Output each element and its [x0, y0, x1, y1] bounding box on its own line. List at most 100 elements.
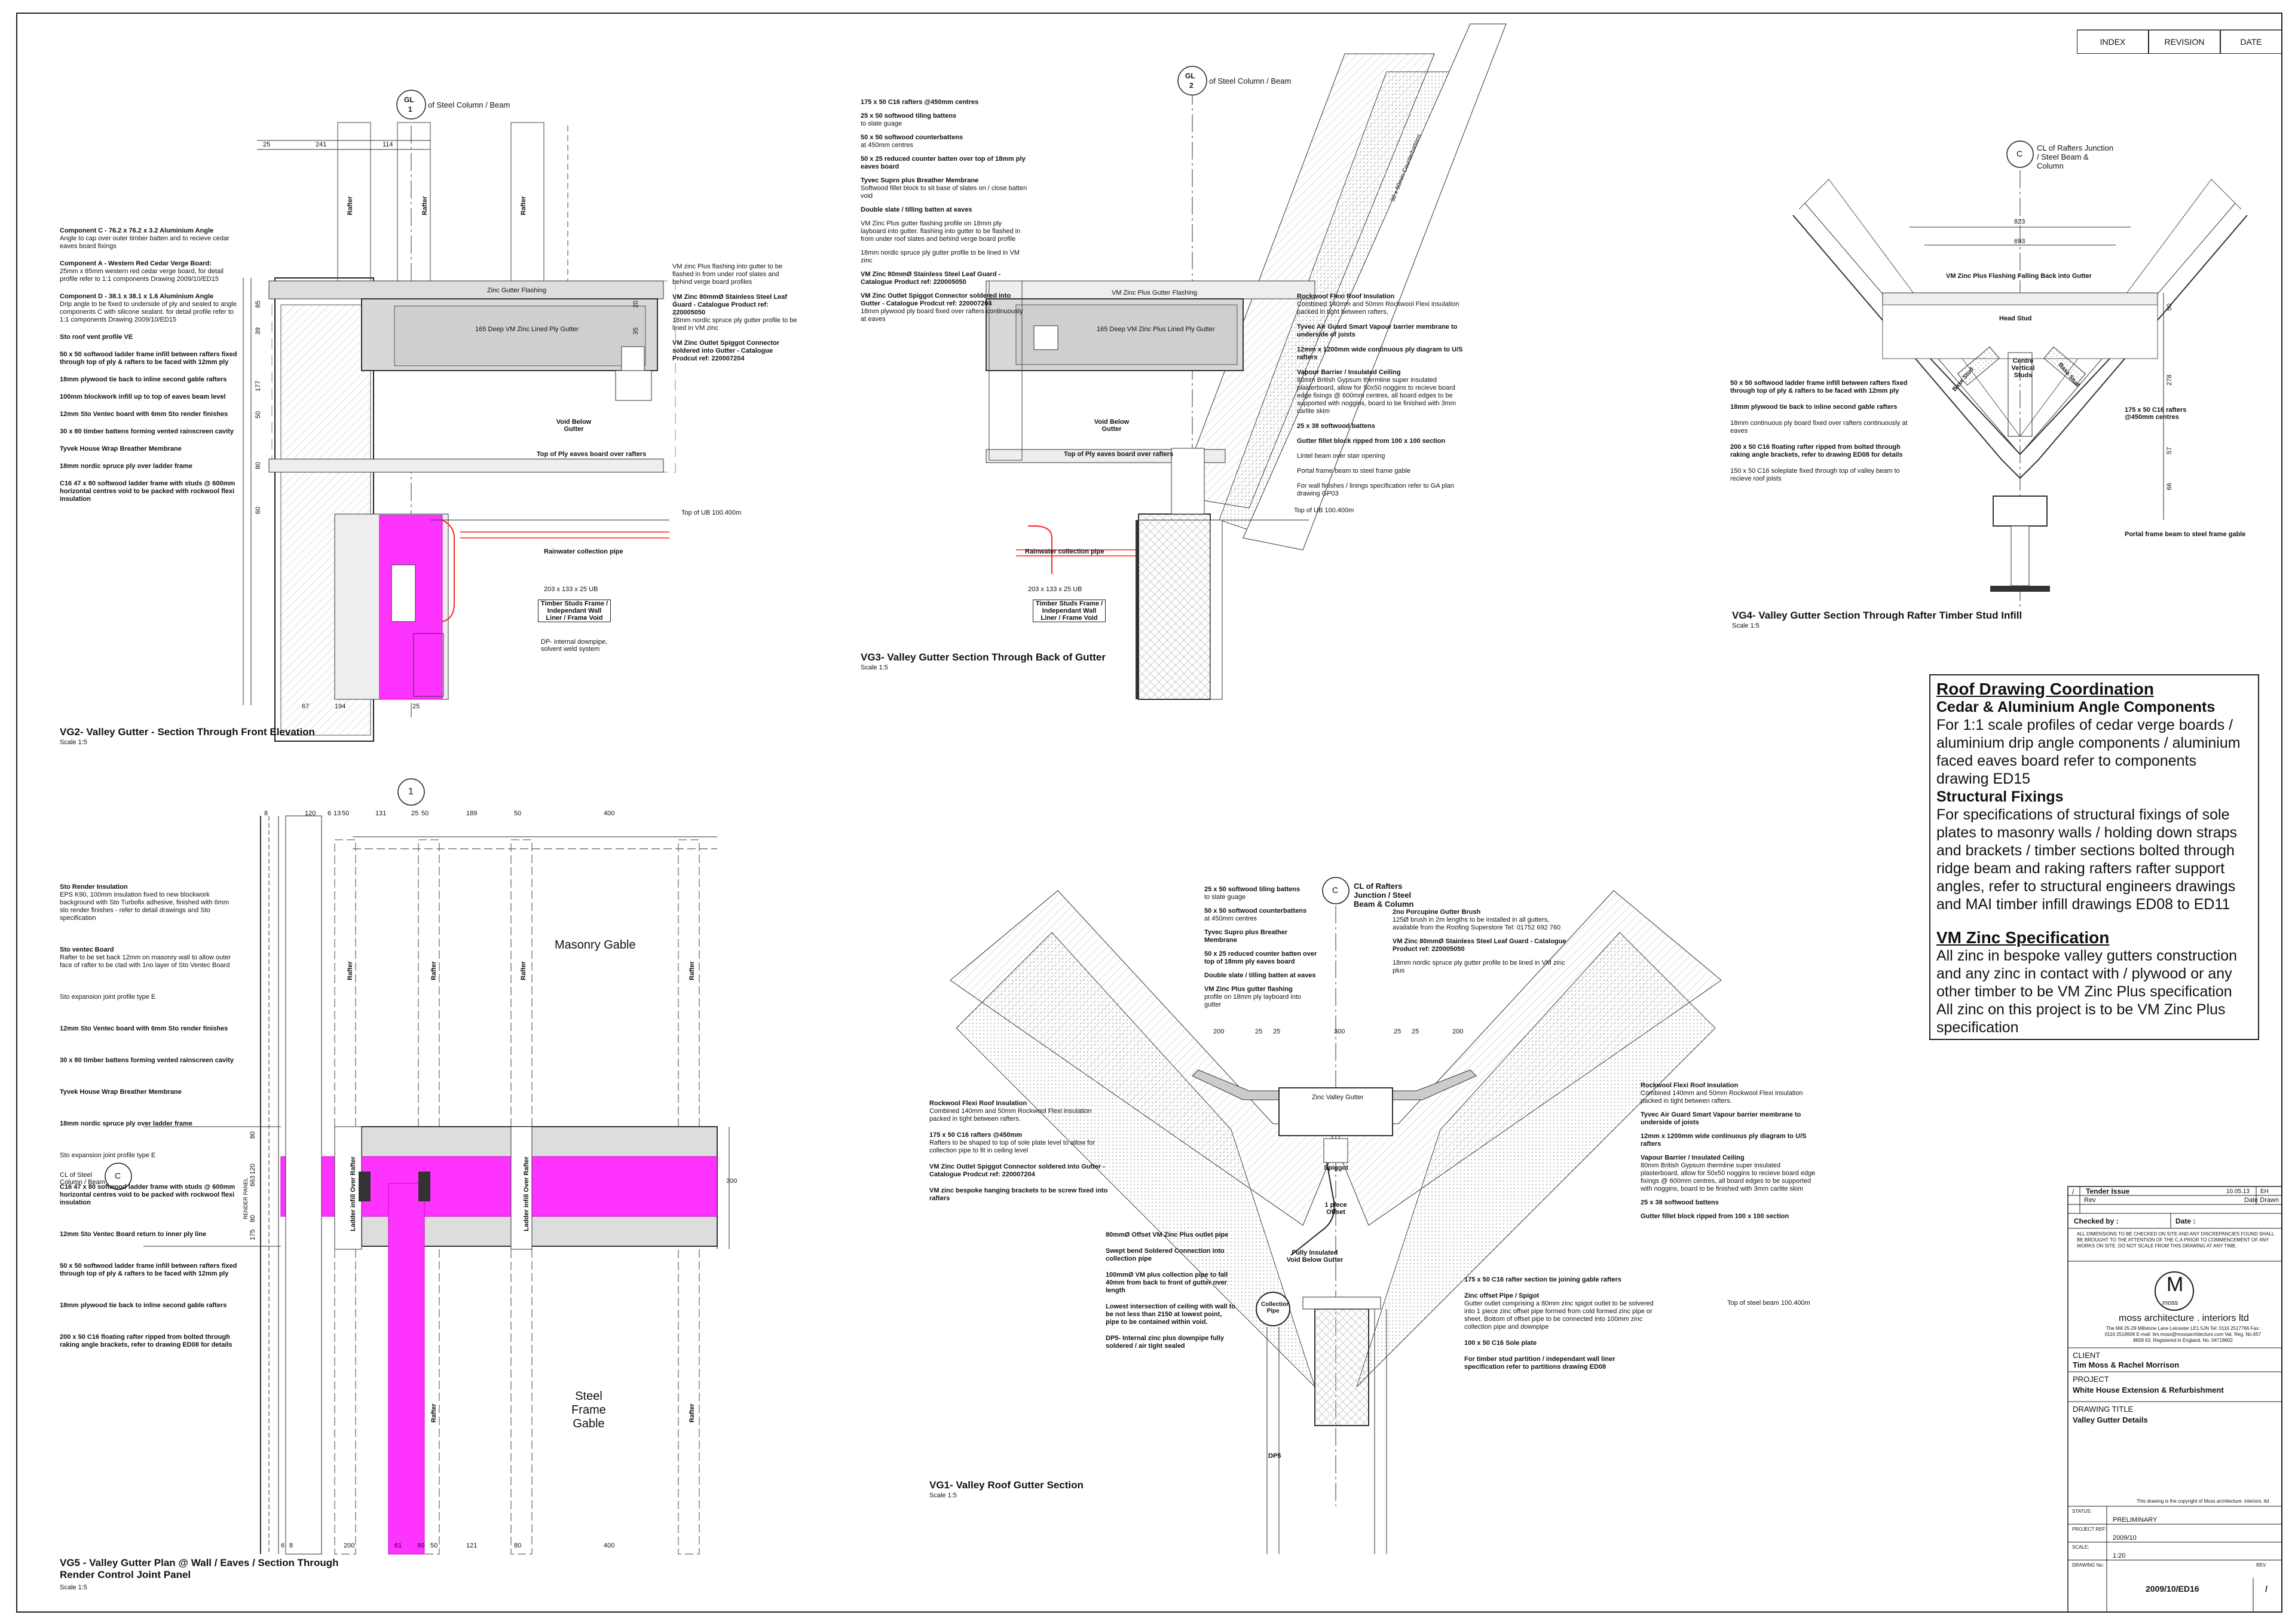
dim-label: 80 [249, 1215, 256, 1222]
note-heading: Sto Render Insulation [60, 883, 128, 891]
note-heading: Gutter fillet block ripped from 100 x 10… [1641, 1213, 1789, 1220]
leader-note: Sto expansion joint profile type E [60, 1152, 239, 1160]
vg2-title: VG2- Valley Gutter - Section Through Fro… [60, 726, 315, 738]
note-heading: Vapour Barrier / Insulated Ceiling [1297, 369, 1401, 376]
note-text: Lintel beam over stair opening [1297, 452, 1385, 460]
coord-zinc-text-2: All zinc on this project is to be VM Zin… [1936, 1001, 2226, 1036]
vg4-cl-label: CL of Rafters Junction / Steel Beam & Co… [2037, 143, 2114, 170]
leader-note: Sto expansion joint profile type E [60, 993, 239, 1001]
note-heading: Component C - 76.2 x 76.2 x 3.2 Aluminiu… [60, 227, 214, 234]
coord-structural-text: For specifications of structural fixings… [1936, 806, 2238, 913]
note-heading: 175 x 50 C16 rafters @450mm [929, 1131, 1023, 1139]
leader-note: 18mm nordic spruce ply over ladder frame [60, 463, 239, 470]
leader-note: Tyvec Air Guard Smart Vapour barrier mem… [1297, 323, 1470, 339]
tb-rev-label: Rev [2084, 1197, 2096, 1204]
dim-label: 35 [632, 327, 639, 335]
note-heading: 25 x 50 softwood tiling battens [1204, 886, 1300, 893]
note-heading: C16 47 x 80 softwood ladder frame with s… [60, 1183, 235, 1206]
dim-label: 85 [255, 300, 262, 308]
coord-cedar-text: For 1:1 scale profiles of cedar verge bo… [1936, 717, 2241, 787]
note-heading: Component D - 38.1 x 38.1 x 1.6 Aluminiu… [60, 293, 214, 300]
vg1-linework [950, 890, 1722, 1554]
note-heading: 30 x 80 timber battens forming vented ra… [60, 428, 234, 435]
note-heading: Tyvec Supro plus Breather Membrane [1204, 929, 1288, 944]
vg4-portal: Portal frame beam to steel frame gable [2125, 531, 2246, 538]
note-text: Rafters to be shaped to top of sole plat… [929, 1139, 1095, 1154]
vg2-gutter: 165 Deep VM Zinc Lined Ply Gutter [475, 326, 579, 333]
dim-label: 80 [514, 1542, 522, 1549]
vg4-scale: Scale 1:5 [1732, 622, 1760, 629]
note-heading: 175 x 50 C16 rafter section tie joining … [1464, 1276, 1621, 1283]
dim-label: 300 [1334, 1028, 1345, 1035]
vg5-linework [143, 815, 730, 1555]
leader-note: 80mmØ Offset VM Zinc Plus outlet pipe [1106, 1231, 1237, 1239]
note-heading: Tyvek House Wrap Breather Membrane [60, 445, 182, 452]
dim-label: 400 [604, 810, 615, 817]
vg3-gutter: 165 Deep VM Zinc Plus Lined Ply Gutter [1097, 326, 1215, 333]
tb-client: Tim Moss & Rachel Morrison [2073, 1360, 2180, 1369]
leader-note: 18mm nordic spruce ply gutter profile to… [861, 249, 1028, 265]
note-text: 18mm plywood ply board fixed over rafter… [861, 308, 1023, 323]
tb-checked: Checked by : [2074, 1217, 2119, 1225]
tb-ref-label: PROJECT REF: [2072, 1527, 2107, 1532]
dim-label: 120 [249, 1163, 256, 1175]
vg4-head: Head Stud [1999, 315, 2032, 322]
leader-note: C16 47 x 80 softwood ladder frame with s… [60, 1183, 239, 1207]
note-heading: 50 x 50 softwood ladder frame infill bet… [60, 351, 237, 366]
vg5-c: C [115, 1171, 121, 1180]
note-heading: 30 x 80 timber battens forming vented ra… [60, 1057, 234, 1064]
note-heading: VM zinc bespoke hanging brackets to be s… [929, 1187, 1108, 1202]
note-text: Drip angle to be fixed to underside of p… [60, 301, 237, 323]
gl1-label: of Steel Column / Beam [428, 100, 510, 109]
dim-label: 8 [289, 1542, 293, 1549]
note-heading: 18mm plywood tie back to inline second g… [60, 1302, 227, 1309]
note-heading: Sto ventec Board [60, 946, 114, 953]
leader-note: Gutter fillet block ripped from 100 x 10… [1297, 438, 1470, 445]
leader-note: 25 x 38 softwood battens [1641, 1199, 1820, 1207]
tb-logo-letter: M [2167, 1273, 2184, 1296]
dim-label: 200 [1213, 1028, 1225, 1035]
note-heading: 50 x 50 softwood counterbattens [861, 134, 963, 141]
dim-label: 177 [255, 380, 262, 392]
dim-label: 114 [382, 141, 393, 148]
note-heading: 25 x 50 softwood tiling battens [861, 112, 957, 120]
coord-structural-heading: Structural Fixings [1936, 788, 2064, 805]
note-text: 125Ø brush in 2m lengths to be installed… [1393, 916, 1561, 931]
note-heading: VM Zinc Outlet Spiggot Connector soldere… [672, 340, 780, 362]
leader-note: 12mm x 1200mm wide continuous ply diagra… [1297, 346, 1470, 362]
tb-status-label: STATUS: [2072, 1509, 2092, 1514]
tb-rev-init: EH [2260, 1188, 2269, 1195]
leader-note: Gutter fillet block ripped from 100 x 10… [1641, 1213, 1820, 1221]
dim-label: 693 [2014, 238, 2025, 245]
leader-note: 50 x 25 reduced counter batten over top … [861, 155, 1028, 171]
gl1-top: GL [404, 96, 414, 104]
note-text: Gutter outlet comprising a 80mm zinc spi… [1464, 1300, 1654, 1331]
tb-title-label: DRAWING TITLE [2073, 1405, 2134, 1414]
dim-label: 57 [2166, 446, 2173, 454]
dim-label: 25 [1394, 1028, 1402, 1035]
note-heading: 25 x 38 softwood battens [1641, 1199, 1719, 1206]
vg3-title: VG3- Valley Gutter Section Through Back … [861, 652, 1106, 663]
rafter-label: Rafter [430, 1403, 437, 1423]
note-text: For wall finishes / linings specificatio… [1297, 482, 1454, 497]
note-heading: Tyvec Air Guard Smart Vapour barrier mem… [1297, 323, 1458, 338]
vg2-flashing: Zinc Gutter Flashing [487, 287, 547, 294]
gl1-num: 1 [408, 105, 412, 114]
dim-label: 50 [421, 810, 429, 817]
dim-label: 189 [466, 810, 478, 817]
vg1-offset: 1 piece Offset [1324, 1201, 1347, 1216]
vg3-linework [986, 23, 1507, 700]
vg3-flashing: VM Zinc Plus Gutter Flashing [1112, 289, 1198, 296]
vg2-void: Void Below Gutter [556, 418, 592, 433]
dim-label: 20 [632, 300, 639, 308]
note-heading: VM Zinc 80mmØ Stainless Steel Leaf Guard… [1393, 938, 1566, 953]
note-heading: Rockwool Flexi Roof Insulation [1641, 1082, 1739, 1089]
note-heading: 200 x 50 C16 floating rafter ripped from… [60, 1334, 232, 1348]
